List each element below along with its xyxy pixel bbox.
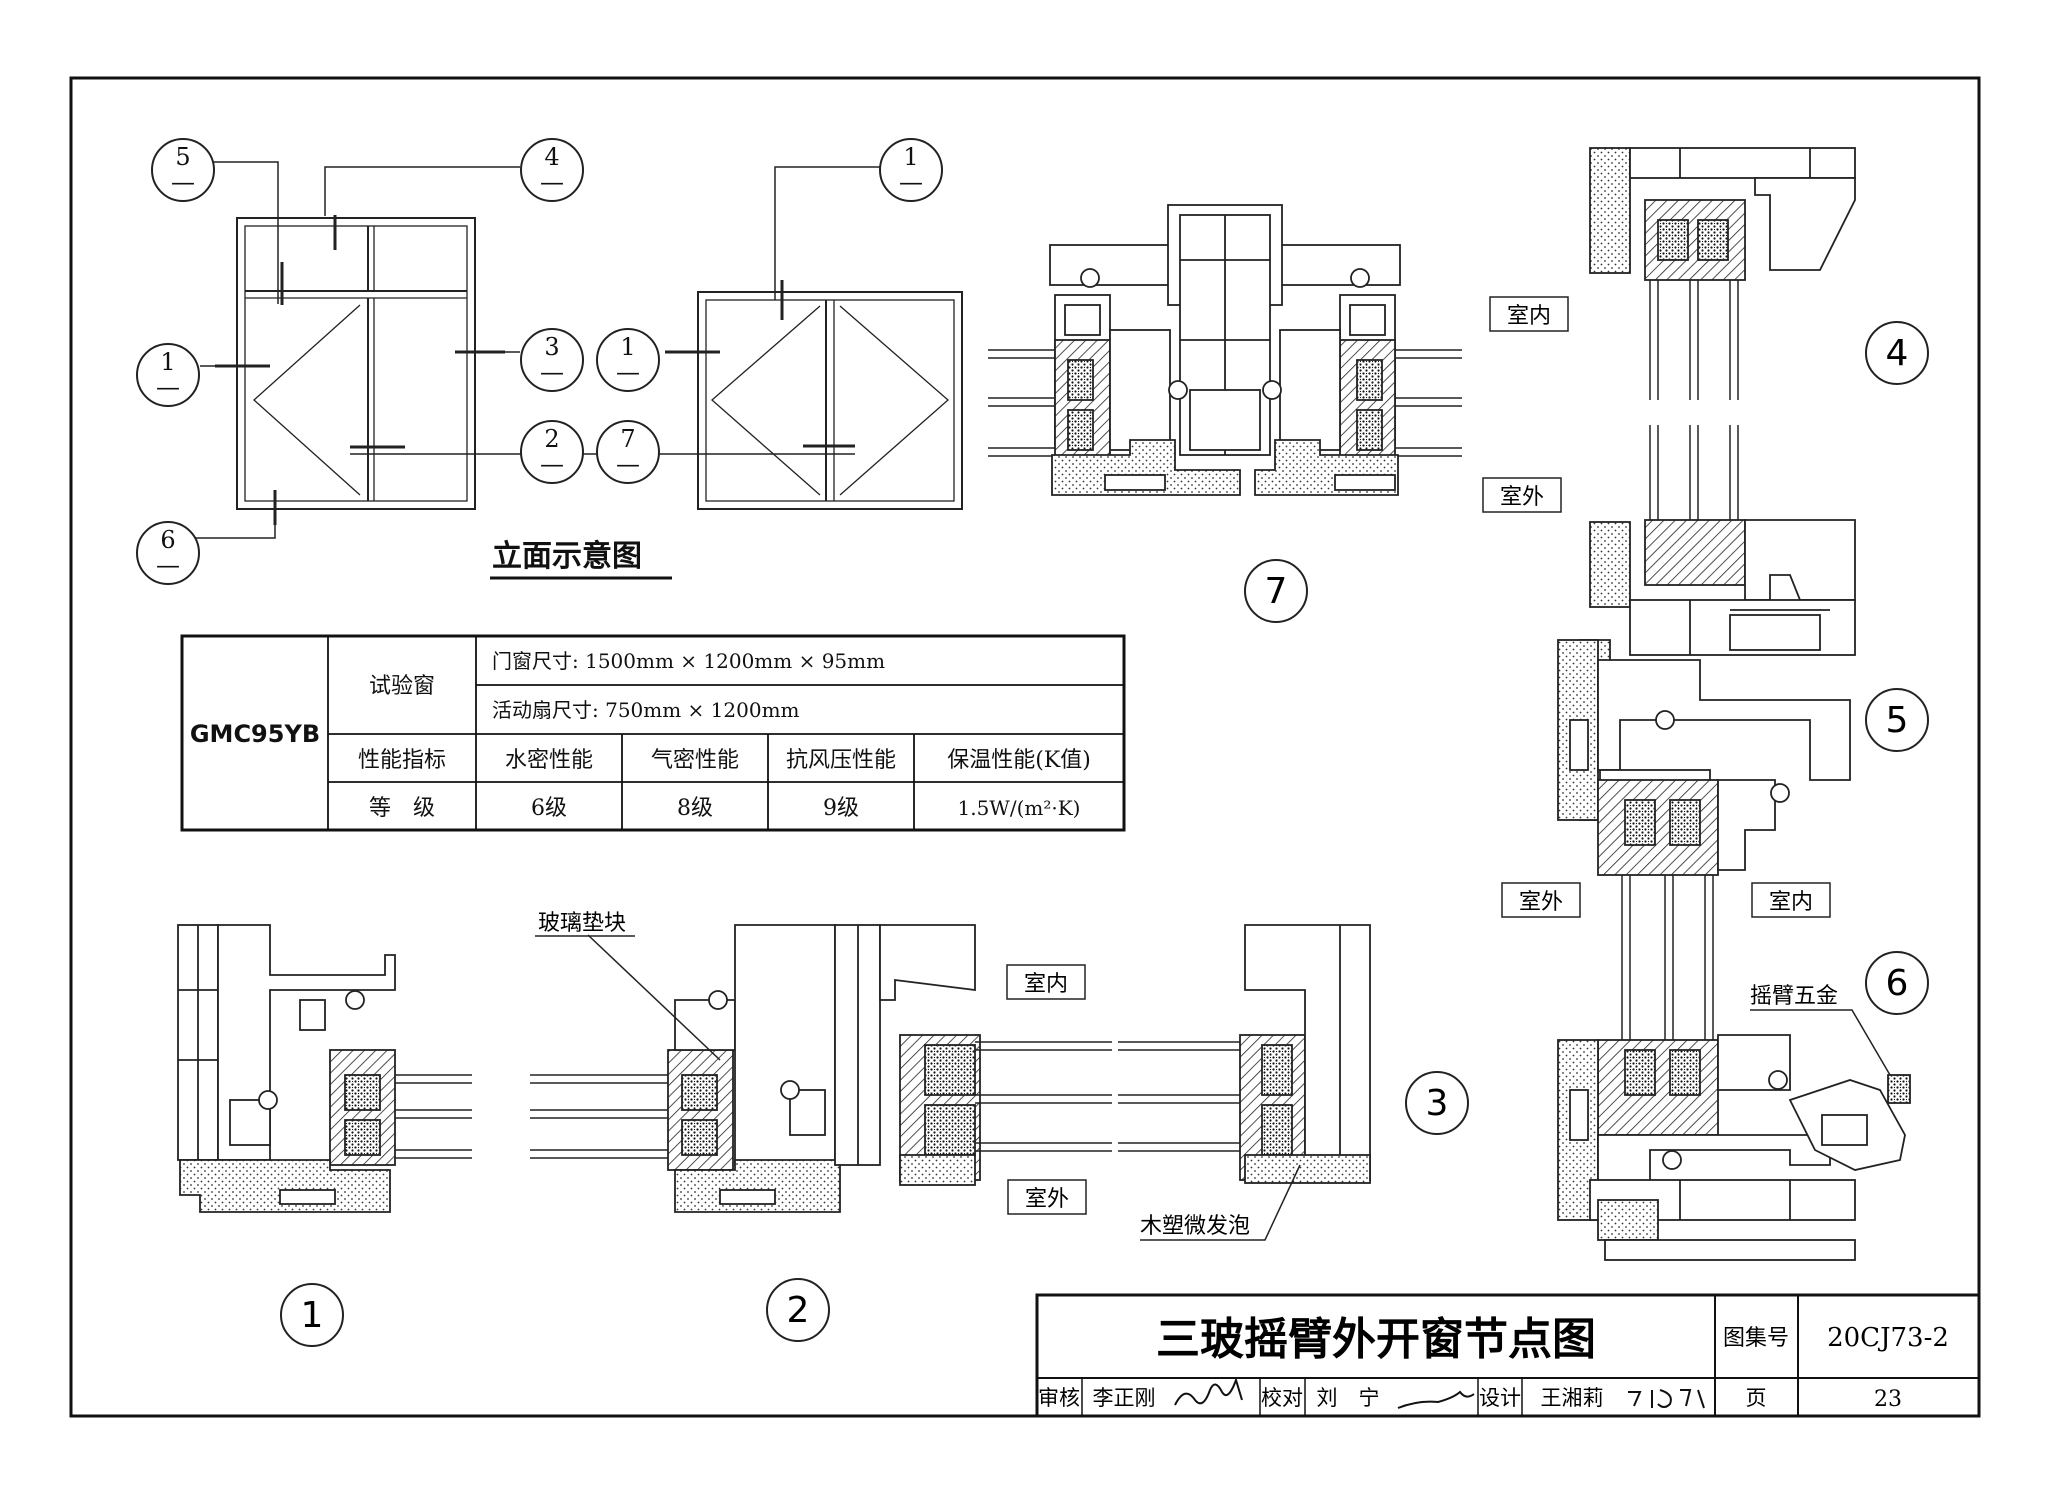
bubble-6-left: 6 [160, 526, 175, 554]
glass-pad-label: 玻璃垫块 [538, 911, 626, 936]
spec-header-3: 抗风压性能 [786, 748, 896, 773]
bubble-4-left: 4 [544, 143, 559, 171]
detail-5-indoor-box [1751, 882, 1831, 918]
detail-2-number-circle [766, 1278, 830, 1342]
spec-header-2: 气密性能 [651, 748, 739, 773]
section-bubbles [136, 138, 943, 585]
reviewer-signature [1174, 1376, 1243, 1406]
elevation-right-window [665, 166, 963, 510]
bubble-4-left-dash: — [540, 168, 564, 196]
bubble-2-left: 2 [544, 425, 559, 453]
bubble-1-right-top-dash: — [899, 168, 923, 196]
detail-5-number: 5 [1886, 700, 1909, 741]
wpc-foam-label: 木塑微发泡 [1140, 1214, 1250, 1239]
design-label: 设计 [1479, 1386, 1521, 1410]
detail-1-number: 1 [301, 1295, 324, 1336]
spec-sash-size: 活动扇尺寸: 750mm × 1200mm [492, 698, 800, 722]
reviewer-name: 李正刚 [1093, 1386, 1156, 1410]
drawing-title: 三玻摇臂外开窗节点图 [1156, 1314, 1596, 1365]
bubble-3-left-dash: — [540, 358, 564, 386]
detail-2-indoor-label: 室内 [1024, 972, 1068, 997]
detail-2-outdoor-label: 室外 [1025, 1187, 1069, 1212]
designer-name: 王湘莉 [1541, 1386, 1604, 1410]
atlas-label: 图集号 [1723, 1326, 1789, 1351]
bubble-3-left: 3 [544, 333, 559, 361]
spec-grade-4: 1.5W/(m²·K) [958, 796, 1081, 820]
detail-4-number: 4 [1886, 333, 1909, 374]
detail-7-number: 7 [1265, 571, 1288, 612]
page-label: 页 [1746, 1386, 1767, 1410]
hardware-label: 摇臂五金 [1750, 984, 1838, 1009]
detail-6-section [1557, 875, 1911, 1261]
detail-2-section [530, 924, 1112, 1213]
bubble-7-right-dash: — [616, 450, 640, 478]
bubble-5-left-dash: — [171, 168, 195, 196]
spec-header-0: 性能指标 [358, 748, 446, 773]
detail-2-outdoor-box [1007, 1179, 1087, 1215]
detail-5-number-circle [1865, 688, 1929, 752]
detail-7-indoor-label: 室内 [1507, 304, 1551, 329]
bubble-7-right: 7 [620, 425, 635, 453]
spec-table [180, 634, 1126, 832]
bubble-1-left-dash: — [156, 373, 180, 401]
page-number: 23 [1874, 1387, 1902, 1412]
spec-window-size: 门窗尺寸: 1500mm × 1200mm × 95mm [492, 649, 885, 673]
checker-name: 刘 宁 [1317, 1386, 1380, 1410]
detail-5-outdoor-label: 室外 [1519, 890, 1563, 915]
spec-grade-2: 8级 [677, 796, 713, 821]
spec-grade-3: 9级 [823, 796, 859, 821]
detail-2-indoor-box [1006, 964, 1086, 1000]
bubble-1-right-top: 1 [903, 143, 918, 171]
check-label: 校对 [1261, 1386, 1303, 1410]
detail-7-outdoor-label: 室外 [1500, 485, 1544, 510]
spec-grade-0: 等 级 [369, 796, 435, 821]
elevation-left-window [183, 161, 855, 539]
spec-header-4: 保温性能(K值) [947, 748, 1091, 773]
hardware-leader [1750, 1009, 1891, 1076]
spec-test-window-label: 试验窗 [369, 674, 435, 699]
bubble-1-right-dash: — [616, 358, 640, 386]
spec-grade-1: 6级 [531, 796, 567, 821]
detail-3-number: 3 [1426, 1083, 1449, 1124]
designer-signature [1628, 1389, 1705, 1409]
detail-6-number-circle [1865, 951, 1929, 1015]
detail-7-labels [1482, 296, 1569, 513]
title-block [1035, 1293, 1981, 1418]
bubble-1-right: 1 [620, 333, 635, 361]
detail-5-section [1557, 425, 1856, 876]
detail-1-section [177, 924, 472, 1213]
detail-4-number-circle [1865, 321, 1929, 385]
review-label: 审核 [1038, 1386, 1080, 1410]
bubble-1-left: 1 [160, 348, 175, 376]
detail-7-section [988, 204, 1462, 496]
detail-4-section [1589, 147, 1856, 400]
bubble-6-left-dash: — [156, 551, 180, 579]
detail-2-number: 2 [787, 1290, 810, 1331]
atlas-number: 20CJ73-2 [1827, 1323, 1949, 1353]
checker-signature [1397, 1390, 1475, 1409]
detail-5-indoor-label: 室内 [1769, 890, 1813, 915]
detail-5-outdoor-box [1501, 882, 1581, 918]
detail-1-number-circle [280, 1283, 344, 1347]
detail-3-section [1118, 924, 1371, 1184]
spec-header-1: 水密性能 [505, 748, 593, 773]
bubble-5-left: 5 [175, 143, 190, 171]
spec-model: GMC95YB [190, 720, 320, 748]
elevation-title: 立面示意图 [492, 539, 642, 574]
bubble-2-left-dash: — [540, 450, 564, 478]
sheet-border [69, 76, 1981, 1418]
detail-6-number: 6 [1886, 963, 1909, 1004]
detail-3-number-circle [1405, 1071, 1469, 1135]
wpc-foam-leader [1140, 1164, 1301, 1241]
detail-7-number-circle [1244, 559, 1308, 623]
